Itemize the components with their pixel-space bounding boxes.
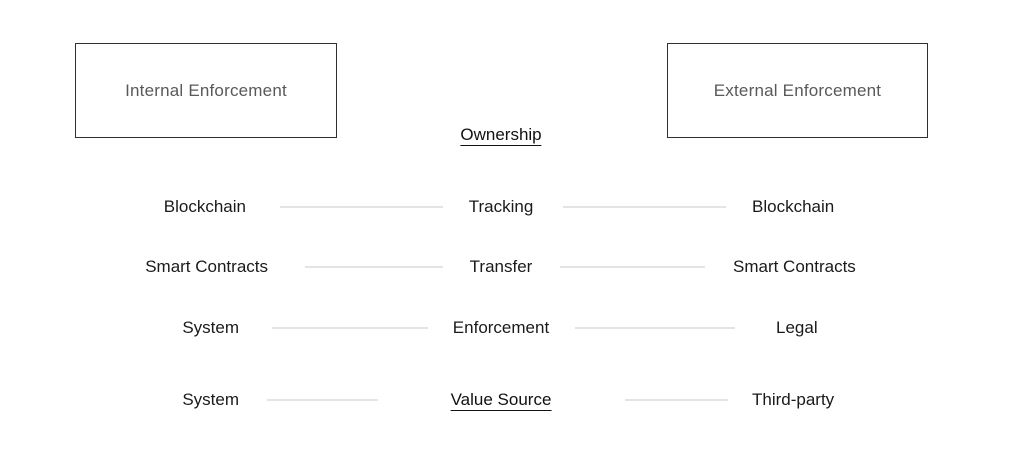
row-1-right-connector	[563, 206, 726, 208]
row-4-left-label: System	[182, 390, 239, 409]
row-2-left-connector	[305, 266, 443, 268]
row-3-left-label: System	[182, 318, 239, 337]
external-enforcement-label: External Enforcement	[713, 80, 882, 100]
row-2-left-label: Smart Contracts	[145, 257, 268, 276]
row-4-right-label: Third-party	[752, 390, 835, 409]
value-source-heading: Value Source	[450, 390, 552, 411]
row-3-right-connector	[575, 327, 735, 329]
ownership-heading: Ownership	[460, 125, 542, 146]
internal-enforcement-label: Internal Enforcement	[125, 80, 287, 100]
row-3-left-connector	[272, 327, 428, 329]
row-2-right-connector	[560, 266, 705, 268]
row-1-left-label: Blockchain	[163, 197, 246, 216]
row-2-center-label: Transfer	[469, 257, 533, 276]
row-4-right-connector	[625, 399, 728, 401]
external-enforcement-box[interactable]: External Enforcement	[667, 43, 928, 138]
row-3-right-label: Legal	[776, 318, 818, 337]
row-1-left-connector	[280, 206, 443, 208]
row-2-right-label: Smart Contracts	[733, 257, 856, 276]
ownership-heading-text: Ownership	[460, 125, 542, 146]
row-1-right-label: Blockchain	[752, 197, 835, 216]
row-1-center-label: Tracking	[468, 197, 534, 216]
value-source-heading-text: Value Source	[450, 390, 552, 411]
internal-enforcement-box[interactable]: Internal Enforcement	[75, 43, 337, 138]
row-4-left-connector	[267, 399, 378, 401]
row-3-center-label: Enforcement	[452, 318, 550, 337]
